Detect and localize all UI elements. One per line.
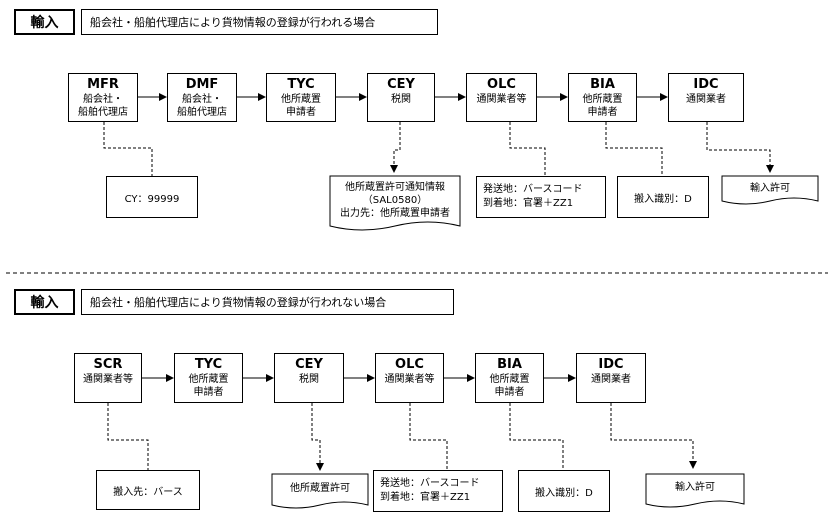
- box-role: 通関業者等: [476, 94, 527, 105]
- flow-box-idc: IDC 通関業者: [668, 73, 744, 122]
- box-role: 申請者: [494, 387, 525, 398]
- dashed-arrow: [706, 122, 774, 173]
- bia-note: 搬入識別：D: [617, 176, 709, 218]
- box-code: OLC: [395, 357, 424, 372]
- flow-box-olc: OLC 通関業者等: [375, 353, 444, 403]
- flow-box-scr: SCR 通関業者等: [74, 353, 142, 403]
- document-shape: [721, 175, 819, 205]
- section2-tag: 輸入: [14, 289, 75, 315]
- box-role: 通関業者: [591, 374, 631, 385]
- box-role: 税関: [391, 94, 411, 105]
- permit-notice-document: 他所蔵置許可通知情報 （SAL0580） 出力先：他所蔵置申請者: [340, 182, 450, 219]
- flow-box-mfr: MFR 船会社・ 船舶代理店: [68, 73, 138, 122]
- dashed-arrow: [311, 403, 324, 471]
- section1-title: 船会社・船舶代理店により貨物情報の登録が行われる場合: [81, 9, 438, 35]
- dashed-arrow: [610, 403, 697, 469]
- box-role: 通関業者等: [83, 374, 133, 385]
- flow-box-olc: OLC 通関業者等: [466, 73, 537, 122]
- box-code: IDC: [598, 357, 624, 372]
- document-shape: [329, 175, 461, 231]
- flow-box-cey: CEY 税関: [367, 73, 435, 122]
- dashed-connector: [409, 403, 448, 470]
- box-code: SCR: [93, 357, 123, 372]
- storage-permit-document: 他所蔵置許可: [290, 482, 350, 494]
- box-role: 船会社・: [83, 94, 123, 105]
- box-code: MFR: [87, 77, 119, 92]
- flow-box-tyc: TYC 他所蔵置 申請者: [174, 353, 243, 403]
- box-role: 船会社・: [182, 94, 222, 105]
- box-code: IDC: [693, 77, 719, 92]
- box-role: 申請者: [193, 387, 224, 398]
- import-permit-document: 輸入許可: [675, 481, 715, 493]
- box-code: BIA: [497, 357, 522, 372]
- box-role: 通関業者: [686, 94, 726, 105]
- dashed-connector: [107, 403, 149, 470]
- box-role: 船舶代理店: [177, 107, 227, 118]
- box-role: 申請者: [286, 107, 316, 118]
- box-code: BIA: [590, 77, 615, 92]
- section1-tag: 輸入: [14, 9, 75, 35]
- box-role: 税関: [299, 374, 319, 385]
- box-role: 船舶代理店: [78, 107, 128, 118]
- dashed-connector: [103, 122, 153, 176]
- scr-destination-note: 搬入先：バース: [96, 470, 200, 510]
- flow-box-dmf: DMF 船会社・ 船舶代理店: [167, 73, 237, 122]
- box-role: 他所蔵置: [281, 94, 321, 105]
- box-role: 他所蔵置: [582, 94, 623, 105]
- box-role: 通関業者等: [384, 374, 435, 385]
- box-code: TYC: [287, 77, 315, 92]
- box-code: CEY: [387, 77, 415, 92]
- box-code: DMF: [185, 77, 219, 92]
- dashed-connector: [605, 122, 663, 176]
- flow-box-idc: IDC 通関業者: [576, 353, 646, 403]
- box-code: TYC: [194, 357, 223, 372]
- olc-route-note: 発送地：バースコード 到着地：官署＋ZZ1: [373, 470, 503, 512]
- document-shape: [271, 473, 369, 509]
- flow-box-cey: CEY 税関: [274, 353, 344, 403]
- dashed-connector: [509, 403, 564, 470]
- box-role: 申請者: [587, 107, 618, 118]
- dashed-connector: [509, 122, 546, 176]
- olc-route-note: 発送地：バースコード 到着地：官署＋ZZ1: [476, 176, 606, 218]
- box-code: CEY: [295, 357, 323, 372]
- box-role: 他所蔵置: [489, 374, 530, 385]
- flow-box-bia: BIA 他所蔵置 申請者: [568, 73, 637, 122]
- box-code: OLC: [487, 77, 516, 92]
- bia-note: 搬入識別：D: [518, 470, 610, 512]
- document-shape: [645, 473, 745, 508]
- import-permit-document: 輸入許可: [750, 182, 790, 194]
- section2-title: 船会社・船舶代理店により貨物情報の登録が行われない場合: [81, 289, 454, 315]
- box-role: 他所蔵置: [188, 374, 229, 385]
- cy-note: CY：99999: [106, 176, 198, 218]
- flow-box-bia: BIA 他所蔵置 申請者: [475, 353, 544, 403]
- flow-box-tyc: TYC 他所蔵置 申請者: [266, 73, 336, 122]
- dashed-arrow: [390, 122, 401, 173]
